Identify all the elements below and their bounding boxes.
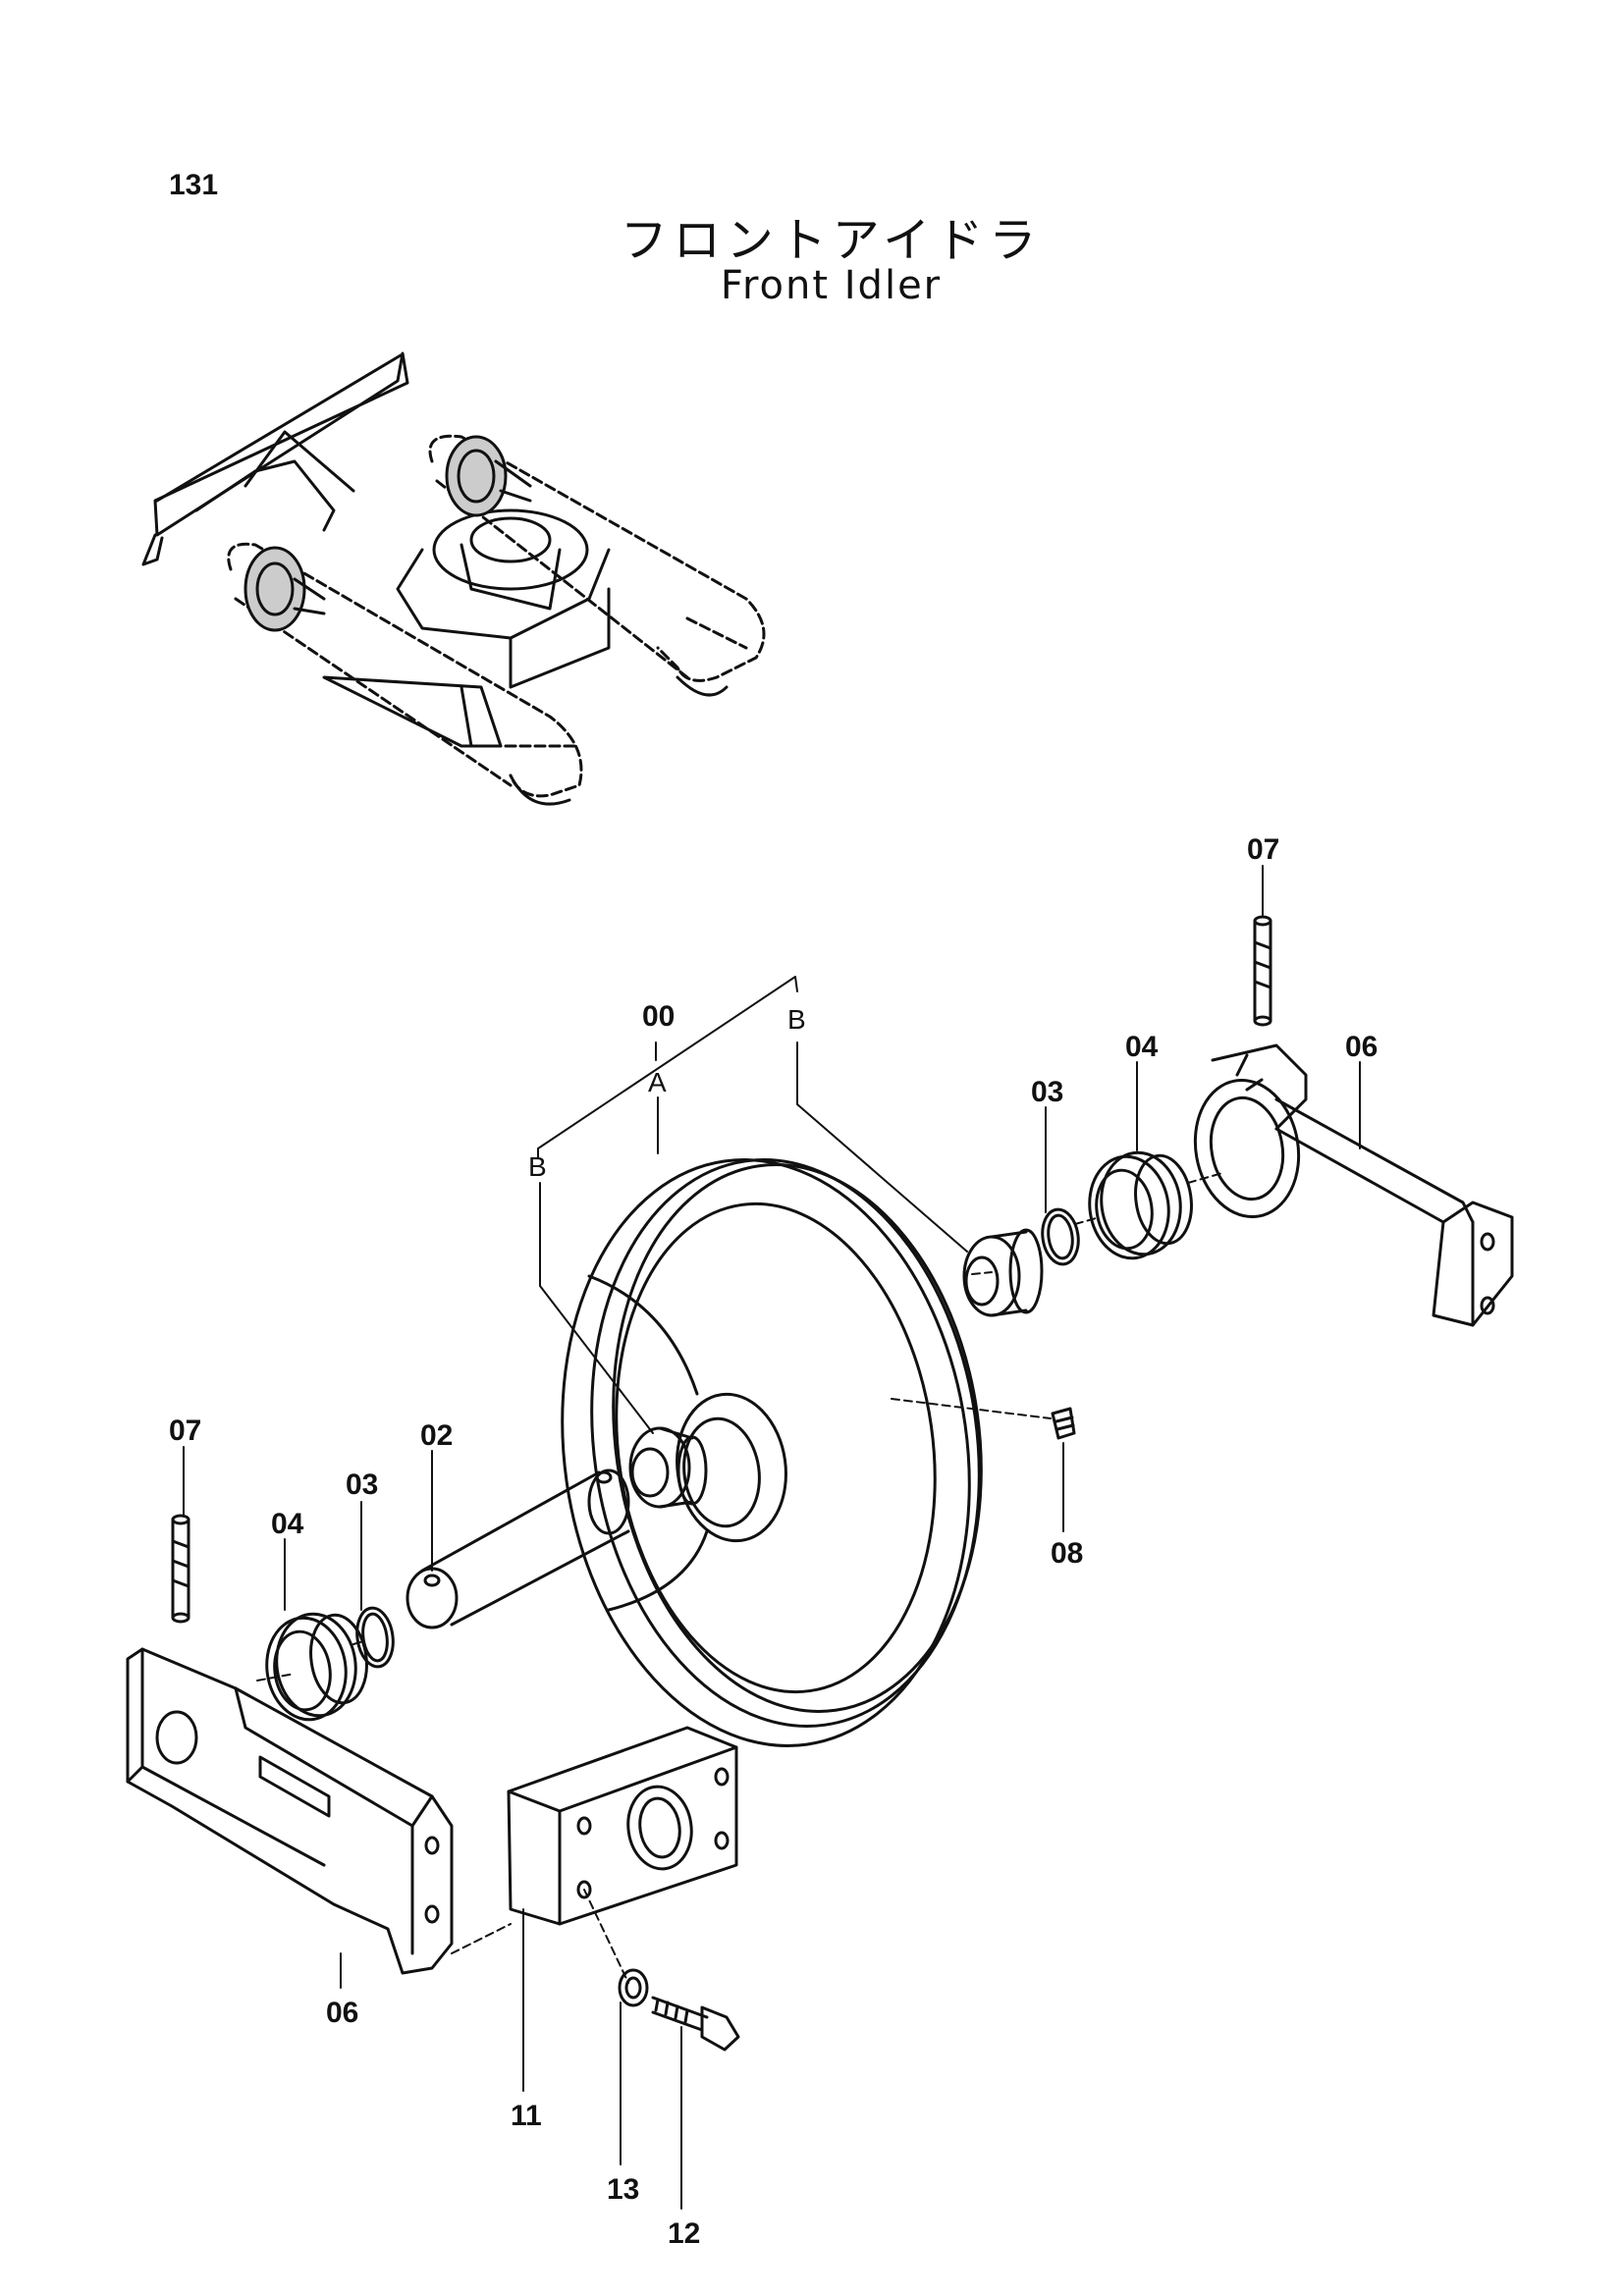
shaft (406, 1468, 630, 1629)
pin-left (171, 1514, 190, 1624)
title-english: Front Idler (720, 263, 943, 308)
washer (618, 1968, 649, 2007)
idler-highlight-upper (445, 435, 532, 517)
callout-02: 02 (420, 1419, 453, 1452)
callout-06-right: 06 (1345, 1031, 1378, 1063)
plug (1051, 1407, 1076, 1440)
idler-wheel (561, 1158, 983, 1747)
callout-labels: 00 A B B 02 03 03 04 04 06 06 07 07 08 1… (169, 833, 1378, 2250)
bracket-right (1193, 1043, 1514, 1327)
leader-lines (183, 865, 1361, 2210)
seal-left (265, 1612, 368, 1722)
o-ring-right (1041, 1207, 1080, 1266)
callout-04-right: 04 (1125, 1031, 1159, 1063)
callout-A: A (648, 1067, 667, 1097)
callout-12: 12 (668, 2217, 700, 2250)
bracket-left (126, 1647, 454, 1975)
callout-08: 08 (1051, 1537, 1083, 1570)
bushing-left (628, 1426, 708, 1509)
callout-B-right: B (787, 1004, 806, 1035)
undercarriage-overview (141, 351, 766, 806)
pin-right (1253, 915, 1272, 1027)
callout-03-right: 03 (1031, 1076, 1063, 1108)
callout-07-right: 07 (1247, 833, 1279, 866)
mount-plate (507, 1726, 738, 1926)
callout-B-left: B (528, 1151, 547, 1182)
callout-13: 13 (607, 2173, 639, 2206)
callout-07-left: 07 (169, 1415, 201, 1447)
o-ring-left (355, 1606, 395, 1669)
callout-06-left: 06 (326, 1997, 358, 2029)
title-japanese: フロントアイドラ (620, 213, 1043, 268)
seal-right (1088, 1150, 1193, 1260)
callout-11: 11 (511, 2100, 542, 2132)
idler-highlight-lower (243, 546, 326, 632)
page-number: 131 (169, 169, 219, 201)
bolt (651, 1996, 740, 2052)
bushing-right (962, 1228, 1044, 1317)
callout-00: 00 (642, 1000, 675, 1033)
callout-04-left: 04 (271, 1508, 304, 1540)
callout-03-left: 03 (346, 1468, 378, 1501)
